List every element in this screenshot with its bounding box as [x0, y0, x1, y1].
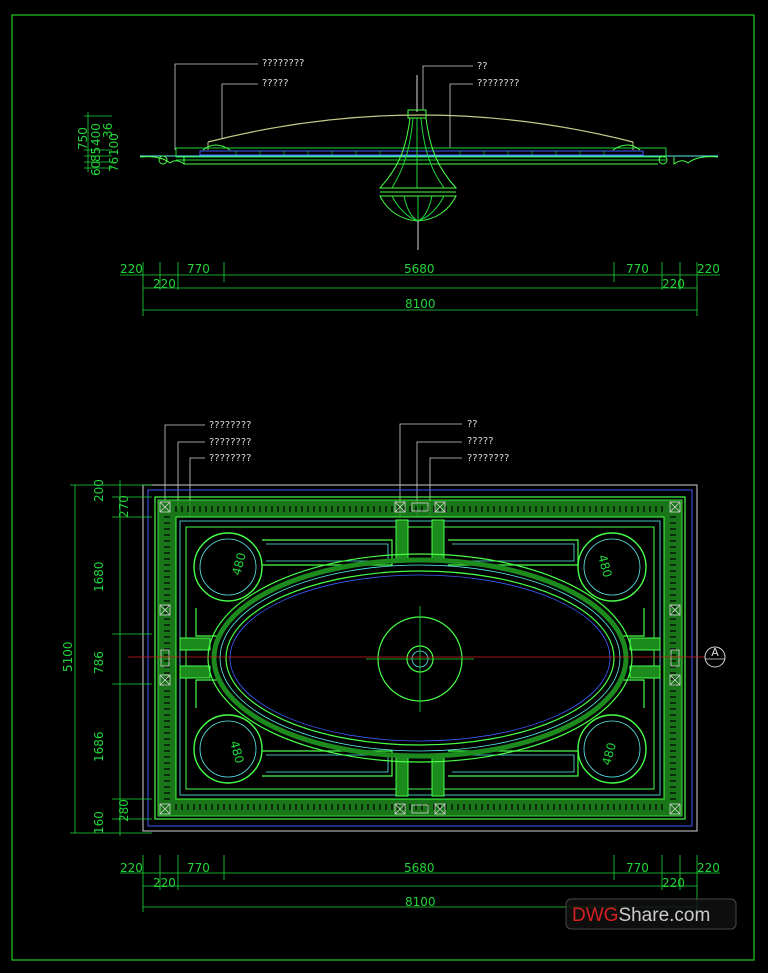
elevation-vdim-4: 400 — [89, 123, 103, 146]
elevation-dim-220-left: 220 — [120, 262, 143, 276]
elevation-view: ???????? ????? ?? ???????? — [76, 58, 720, 316]
plan-outer-frame — [142, 484, 698, 832]
plan-center-rosette — [366, 606, 474, 712]
plan-vdim-160: 160 — [92, 811, 106, 834]
plan-view: ???????? ???????? ???????? ?? ????? ????… — [61, 419, 726, 912]
plan-dentil-pattern — [164, 506, 676, 810]
plan-corner-circles — [193, 532, 647, 784]
circle-dim-top-left: 480 — [229, 551, 248, 577]
elevation-dim-770-left: 770 — [187, 262, 210, 276]
elevation-vdim-7: 100 — [107, 133, 121, 156]
elevation-vdim-3: 85 — [89, 147, 103, 162]
plan-callout-right-1: ?? — [467, 419, 478, 430]
watermark-part-3: .com — [669, 905, 710, 926]
plan-corner-boxes — [159, 501, 681, 815]
plan-dim-770-left: 770 — [187, 861, 210, 875]
elevation-dim-5680: 5680 — [404, 262, 435, 276]
ceiling-section-band — [139, 144, 719, 165]
elevation-callout-1: ???????? — [262, 58, 304, 69]
elevation-dim-770-right: 770 — [626, 262, 649, 276]
elevation-callout-2: ????? — [262, 78, 289, 89]
plan-dim-5680: 5680 — [404, 861, 435, 875]
plan-mid-blocks — [179, 519, 661, 797]
plan-dim-220-right-inner: 220 — [662, 876, 685, 890]
section-marker — [704, 646, 726, 668]
plan-dim-220-left: 220 — [120, 861, 143, 875]
plan-callout-left-1: ???????? — [209, 420, 251, 431]
plan-dim-770-right: 770 — [626, 861, 649, 875]
plan-vdim-1680: 1680 — [92, 561, 106, 592]
plan-callout-left-2: ???????? — [209, 437, 251, 448]
elevation-dim-220-right-inner: 220 — [662, 277, 685, 291]
dome-arc — [207, 114, 634, 143]
plan-dim-220-left-inner: 220 — [153, 876, 176, 890]
elevation-vdim-5: 36 — [101, 123, 115, 138]
plan-central-oval — [207, 553, 633, 763]
plan-callout-right-3: ???????? — [467, 453, 509, 464]
chandelier-elevation — [378, 75, 458, 250]
elevation-overall-8100: 8100 — [405, 297, 436, 311]
circle-dim-bottom-left: 480 — [227, 739, 246, 765]
plan-vdim-270: 270 — [117, 495, 131, 518]
plan-callout-left-3: ???????? — [209, 453, 251, 464]
elevation-vdim-2: 60 — [89, 161, 103, 176]
plan-callout-right-2: ????? — [467, 436, 494, 447]
elevation-callout-3: ?? — [477, 61, 488, 72]
circle-dim-bottom-right: 480 — [599, 741, 618, 767]
plan-vdim-786: 786 — [92, 651, 106, 674]
circle-dim-top-right: 480 — [595, 553, 614, 579]
plan-vdim-200: 200 — [92, 479, 106, 502]
elevation-dim-220-right: 220 — [697, 262, 720, 276]
watermark-part-1: DWG — [572, 905, 618, 926]
section-marker-label: A — [711, 646, 719, 659]
plan-overall-8100: 8100 — [405, 895, 436, 909]
elevation-vdim-1: 750 — [76, 127, 90, 150]
plan-overall-vertical: 5100 — [61, 641, 75, 672]
watermark-part-2: Share — [618, 905, 669, 926]
dwgshare-watermark: DWGShare.com — [565, 898, 737, 930]
plan-vdim-280: 280 — [117, 799, 131, 822]
elevation-callout-4: ???????? — [477, 78, 519, 89]
svg-text:DWGShare.com: DWGShare.com — [572, 905, 710, 926]
drawing-frame — [11, 14, 755, 961]
elevation-vdim-6: 76 — [107, 157, 121, 172]
elevation-dim-220-left-inner: 220 — [153, 277, 176, 291]
plan-vdim-1686: 1686 — [92, 731, 106, 762]
plan-dim-220-right: 220 — [697, 861, 720, 875]
